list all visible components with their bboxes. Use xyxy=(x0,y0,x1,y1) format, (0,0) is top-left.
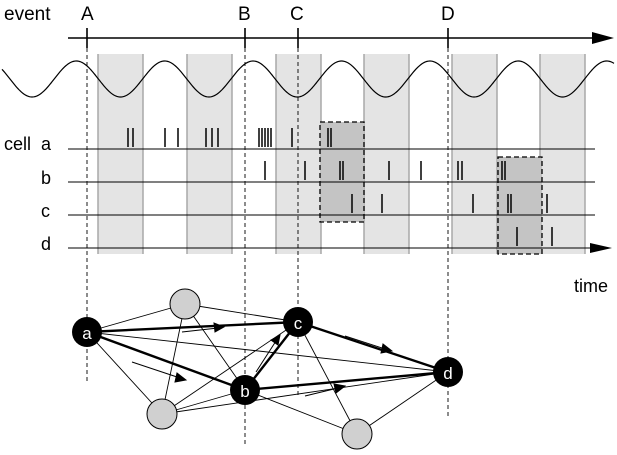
phase-band-6 xyxy=(540,54,585,254)
time-axis-label: time xyxy=(574,276,608,296)
phase-band-2 xyxy=(187,54,232,254)
event-axis-label: event xyxy=(4,4,51,25)
time-axis-arrowhead xyxy=(590,243,612,253)
event-label-C: C xyxy=(290,4,304,25)
node-a xyxy=(72,317,102,347)
spike-raster xyxy=(127,128,553,246)
assembly-box-1 xyxy=(319,121,365,223)
node-b xyxy=(230,375,260,405)
cell-label-d: d xyxy=(41,234,51,254)
unlabeled-node-2 xyxy=(146,398,178,430)
cell-label-b: b xyxy=(41,168,51,188)
direction-arrows xyxy=(131,322,394,397)
cell-label-a: a xyxy=(41,134,52,154)
node-d xyxy=(433,357,463,387)
unlabeled-node-1 xyxy=(169,288,201,320)
event-label-B: B xyxy=(238,4,251,25)
phase-band-3 xyxy=(276,54,321,254)
network-strong-edges xyxy=(86,320,449,392)
cell-axis-label: cell xyxy=(4,134,31,154)
phase-band-1 xyxy=(98,54,143,254)
phase-bands xyxy=(97,54,586,254)
cell-label-c: c xyxy=(41,201,50,221)
node-label-c: c xyxy=(294,314,303,333)
event-label-A: A xyxy=(81,4,94,25)
node-label-d: d xyxy=(443,364,452,383)
event-axis-arrowhead xyxy=(592,32,614,44)
node-label-a: a xyxy=(82,324,92,343)
phase-band-4 xyxy=(364,54,409,254)
event-label-D: D xyxy=(441,4,455,25)
node-c xyxy=(283,307,313,337)
oscillation-wave xyxy=(1,60,615,98)
network-edges xyxy=(86,303,449,435)
network-nodes: a b c d xyxy=(72,288,463,450)
unlabeled-node-3 xyxy=(341,418,373,450)
node-label-b: b xyxy=(240,382,249,401)
phase-band-5 xyxy=(452,54,497,254)
